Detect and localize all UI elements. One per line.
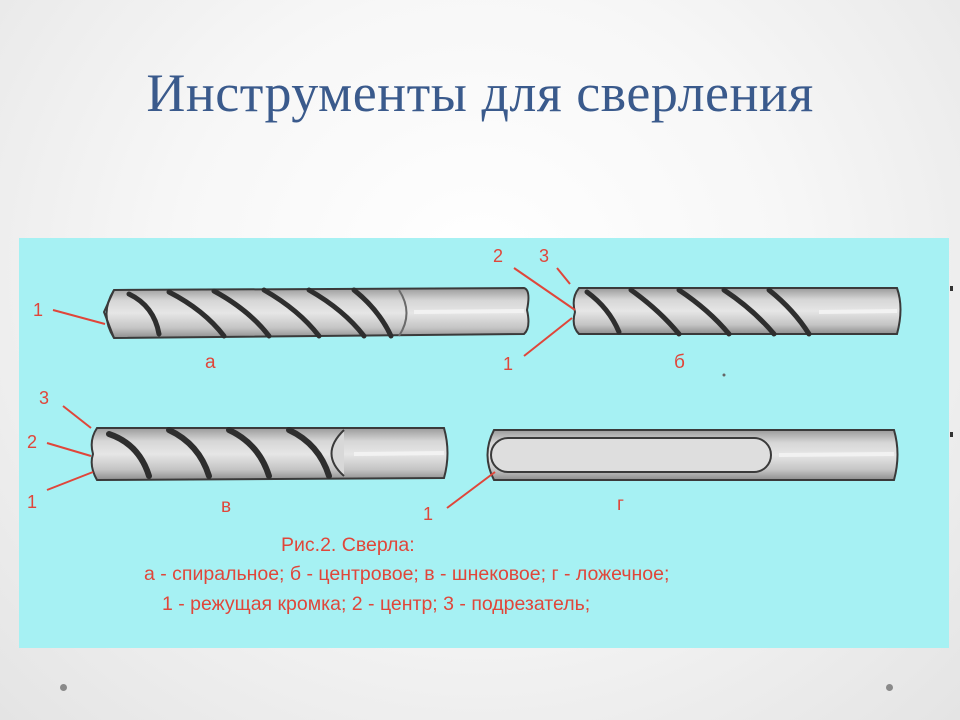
- edge-mark-bottom: [950, 432, 953, 437]
- bullet-dot-left: [60, 684, 67, 691]
- caption-types: а - спиральное; б - центровое; в - шнеко…: [144, 563, 670, 585]
- drill-a: [102, 286, 530, 340]
- drill-b: [572, 287, 902, 337]
- drill-b-letter: б: [674, 352, 685, 373]
- drill-g: [486, 429, 899, 481]
- callout-lines: [46, 267, 576, 509]
- drill-a-letter: а: [205, 352, 216, 373]
- callout-v-1: 1: [27, 492, 37, 512]
- drill-figure: 1 2 3 1 3 2 1 1 а б в г Рис.2. Сверла: а…: [19, 238, 949, 648]
- bullet-dot-right: [886, 684, 893, 691]
- callout-b-3: 3: [539, 246, 549, 266]
- drill-diagram: 1 2 3 1 3 2 1 1 а б в г: [27, 246, 902, 524]
- slide-title: Инструменты для сверления: [146, 63, 814, 123]
- callout-v-2: 2: [27, 432, 37, 452]
- callout-a-1: 1: [33, 300, 43, 320]
- edge-mark-top: [950, 286, 953, 291]
- drill-g-letter: г: [617, 494, 624, 515]
- callout-b-1: 1: [503, 354, 513, 374]
- caption-parts: 1 - режущая кромка; 2 - центр; 3 - подре…: [162, 593, 591, 615]
- drill-v-letter: в: [221, 496, 231, 517]
- callout-g-1: 1: [423, 504, 433, 524]
- drill-v: [90, 427, 449, 482]
- callout-v-3: 3: [39, 388, 49, 408]
- callout-b-2: 2: [493, 246, 503, 266]
- caption-title: Рис.2. Сверла:: [281, 534, 415, 556]
